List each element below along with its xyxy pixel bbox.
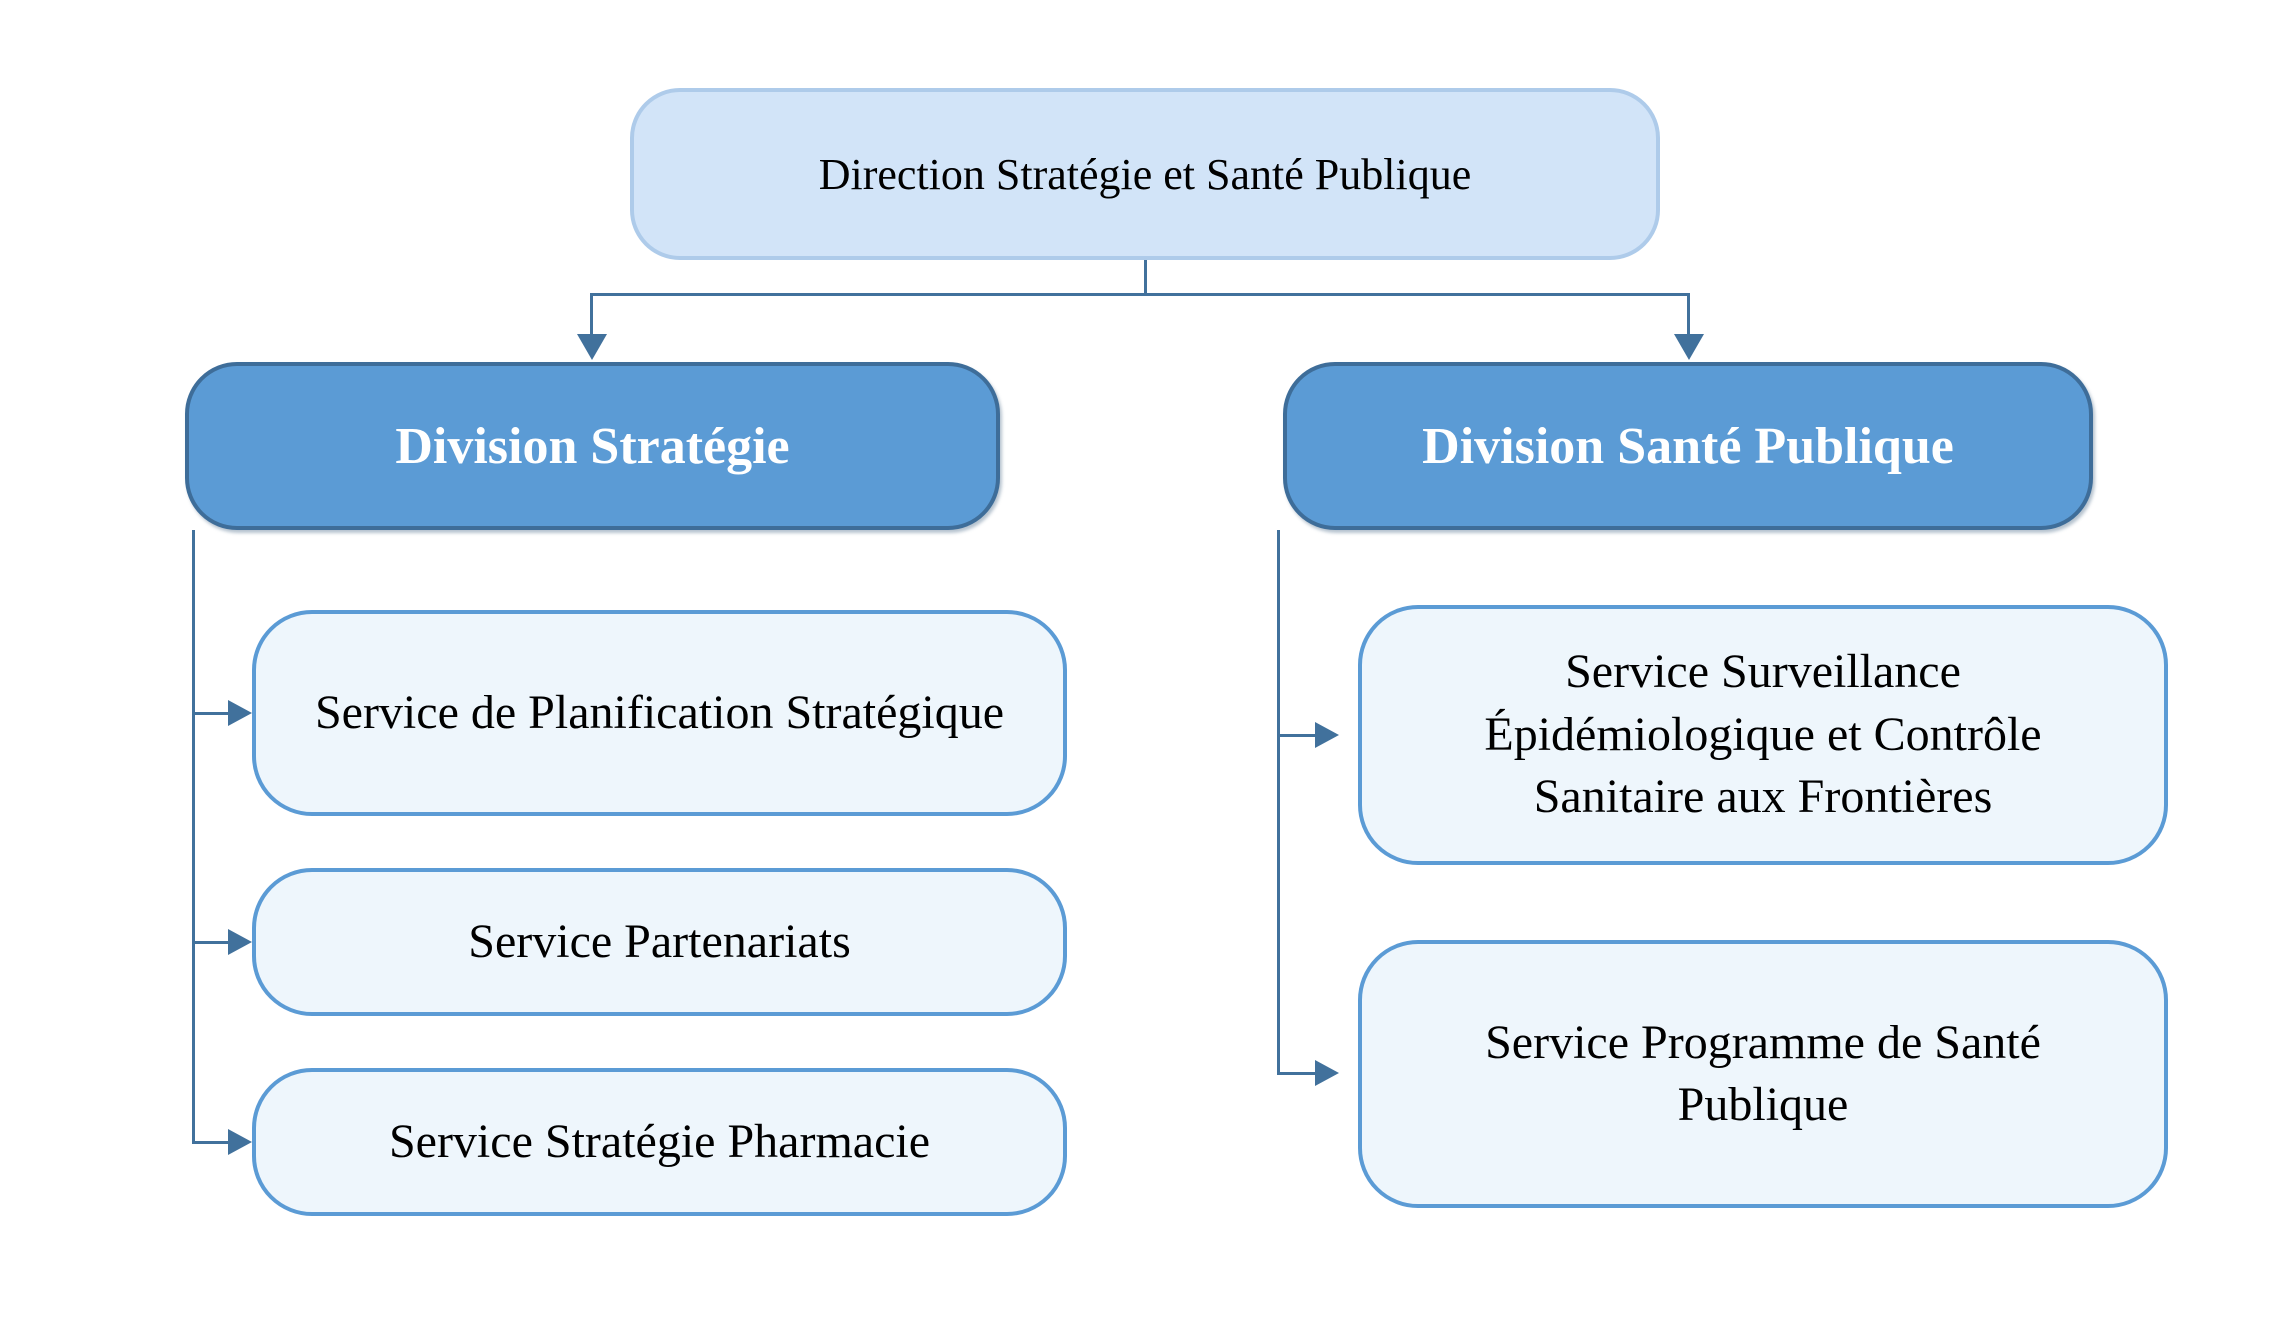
right-arrowhead-icon — [228, 1129, 252, 1155]
node-label: Direction Stratégie et Santé Publique — [818, 149, 1472, 199]
right-arrowhead-icon — [1315, 1060, 1339, 1086]
connector-branch-planification — [192, 712, 232, 715]
down-arrowhead-icon — [577, 334, 607, 360]
down-arrowhead-icon — [1674, 334, 1704, 360]
connector-branch-surveillance — [1277, 734, 1319, 737]
node-label: Division Santé Publique — [1422, 417, 1954, 475]
node-division-strategie: Division Stratégie — [185, 362, 1000, 530]
node-service-surveillance-epidemiologique: Service Surveillance Épidémiologique et … — [1358, 605, 2168, 865]
node-label: Service Partenariats — [468, 914, 851, 968]
connector-root-horizontal-line — [590, 293, 1690, 296]
node-label: Service Programme de Santé Publique — [1485, 1015, 2041, 1131]
node-division-sante-publique: Division Santé Publique — [1283, 362, 2093, 530]
node-service-partenariats: Service Partenariats — [252, 868, 1067, 1016]
node-label: Division Stratégie — [395, 417, 790, 475]
right-arrowhead-icon — [228, 700, 252, 726]
node-service-planification-strategique: Service de Planification Stratégique — [252, 610, 1067, 816]
connector-drop-division-sante-publique — [1687, 293, 1690, 338]
node-label: Service Stratégie Pharmacie — [388, 1114, 931, 1168]
connector-branch-pharmacie — [192, 1141, 232, 1144]
node-service-programme-sante-publique: Service Programme de Santé Publique — [1358, 940, 2168, 1208]
connector-spine-strategie — [192, 530, 195, 1144]
right-arrowhead-icon — [228, 929, 252, 955]
connector-branch-programme — [1277, 1072, 1319, 1075]
right-arrowhead-icon — [1315, 722, 1339, 748]
connector-drop-division-strategie — [590, 293, 593, 338]
connector-root-stem — [1144, 260, 1147, 295]
node-service-strategie-pharmacie: Service Stratégie Pharmacie — [252, 1068, 1067, 1216]
node-direction-strategie-et-sante-publique: Direction Stratégie et Santé Publique — [630, 88, 1660, 260]
node-label: Service de Planification Stratégique — [314, 685, 1005, 739]
node-label: Service Surveillance Épidémiologique et … — [1484, 645, 2042, 824]
connector-spine-sante-publique — [1277, 530, 1280, 1075]
connector-branch-partenariats — [192, 941, 232, 944]
